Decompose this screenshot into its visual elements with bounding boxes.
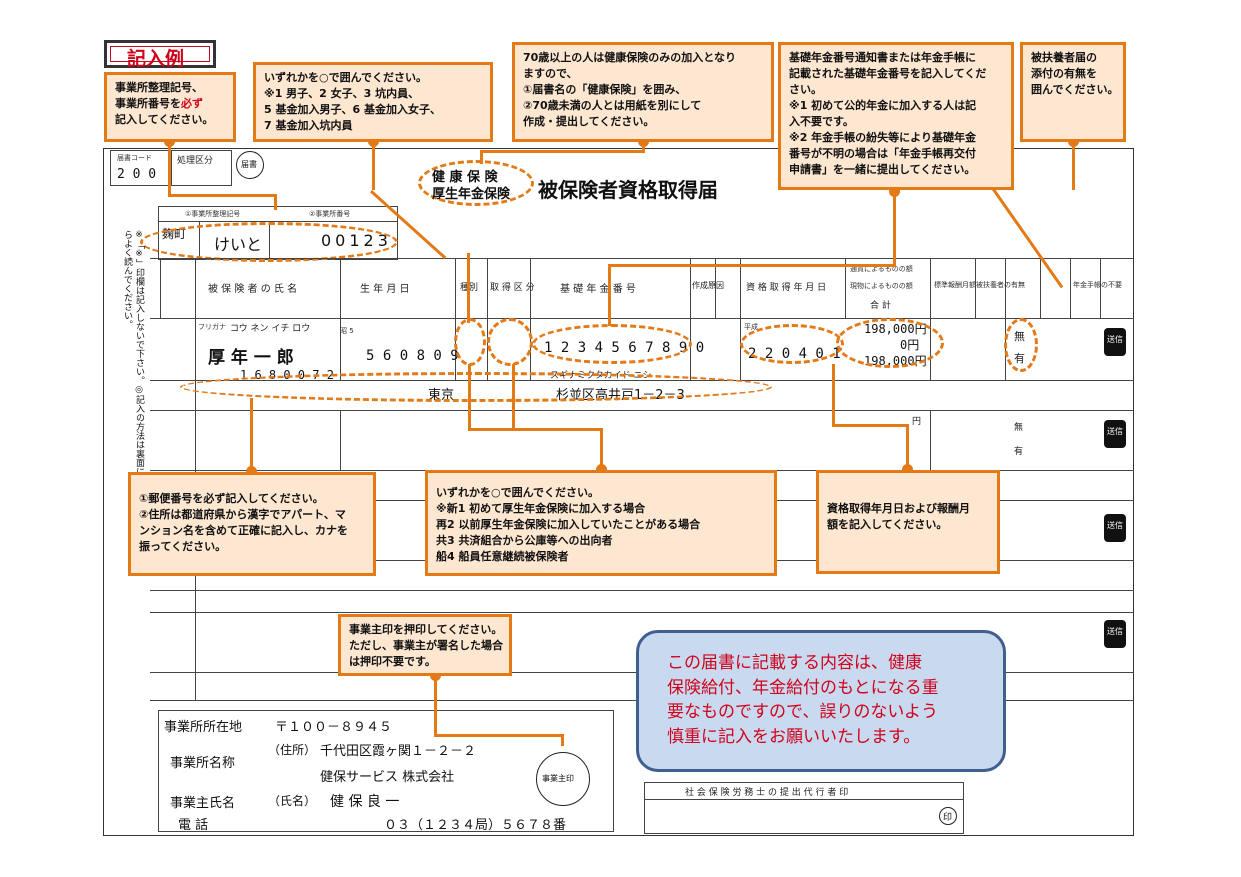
form-frame [103,148,1134,836]
dot-c6 [246,466,257,477]
connector-c8 [906,424,909,470]
connector-c7 [600,430,603,470]
company-name: 健保サービス 株式会社 [320,770,455,785]
office-name-label: 事業所名称 [170,756,236,771]
in-mark: 印 [939,807,957,825]
remun-oval [836,318,944,368]
office-info-box [158,710,614,832]
connector-c5 [1072,140,1075,190]
address-oval [180,372,772,402]
col-insured-name: 被 保 険 者 の 氏 名 [208,284,298,295]
dot-c4 [889,186,900,197]
callout-gender: いずれかを○で囲んでください。 ※1 男子、2 女子、3 坑内員、 5 基金加入… [253,62,493,142]
callout-acquire: いずれかを○で囲んでください。 ※新1 初めて厚生年金保険に加入する場合 再2 … [425,470,777,576]
addr-value: 千代田区霞ヶ関１－２－２ [320,744,477,759]
connector-c6 [250,398,253,473]
doc-code-value: 2 0 0 [117,167,157,182]
tel-label: 電 話 [178,818,209,833]
process-box: 処理区分 [170,150,232,186]
col-pension-no: 基 礎 年 金 番 号 [560,284,636,295]
row2-muu: 無 [1014,423,1024,433]
side-note: ※「※」印欄は記入しないで下さい。◎記入の方法は裏面に書いてありますからよく読ん… [122,230,144,548]
qual-date-oval [740,324,844,364]
office-addr-label: 事業所所在地 [164,720,243,735]
col-qual-date: 資 格 取 得 年 月 日 [746,283,827,293]
callout-over70: 70歳以上の人は健康保険のみの加入となり ますので、 ①届書名の「健康保険」を囲… [512,42,774,142]
sharoushi-label: 社 会 保 険 労 務 士 の 提 出 代 行 者 印 [685,788,849,798]
doc-code-box: 届書コード 2 0 0 [110,150,172,186]
callout-office-code: 事業所整理記号、 事業所番号を必ず 記入してください。 [104,72,236,142]
todoke-mark: 届書 [236,151,264,179]
col-remun-money: 通貨によるものの額 [850,265,913,273]
col-acquire: 取 得 区 分 [490,283,535,293]
tel-value: ０３（１２３４局）５６７８番 [384,818,567,833]
connector-c2 [372,140,375,190]
addr-tag: （住所） [268,743,317,757]
dependent-oval [1004,318,1038,372]
owner-seal-circle: 事業主印 [536,752,590,806]
office-code-oval [140,222,398,262]
name-tag: （氏名） [268,794,317,808]
connector-c1 [168,140,171,195]
connector-c4 [893,190,896,265]
insured-name: 厚 年 一 郎 [208,348,294,368]
example-badge: 記入例 [104,40,216,70]
title-main: 被保険者資格取得届 [538,178,718,202]
send-tab-2: 送信 [1104,420,1126,448]
col-birth: 生 年 月 日 [360,284,410,295]
callout-address: ①郵便番号を必ず記入してください。 ②住所は都道府県から漢字でアパート、マ ンシ… [128,472,376,576]
send-tab-3: 送信 [1104,514,1126,542]
col-remun-goods: 現物によるものの額 [850,282,913,290]
connector-c9 [434,676,437,736]
furigana-value: コウ ネン イチ ロウ [230,324,311,334]
pension-no-oval [532,324,692,364]
send-tab-4: 送信 [1104,620,1126,648]
title-pension: 厚生年金保険 [432,187,511,202]
doc-code-label: 届書コード [117,154,152,162]
callout-qual-date: 資格取得年月日および報酬月 額を記入してください。 [816,470,1000,574]
row2-yuu: 有 [1014,447,1024,457]
col-attach: 年金手帳の不要 [1073,281,1122,289]
owner-label: 事業主氏名 [170,796,236,811]
health-pension-oval [418,160,534,206]
seal-label: 事業主印 [542,774,574,783]
callout-dependent: 被扶養者届の 添付の有無を 囲んでください。 [1020,42,1126,142]
sharoushi-box: 社 会 保 険 労 務 士 の 提 出 代 行 者 印 印 [644,782,964,834]
furigana-label: フリガナ [198,323,226,331]
dot-c7 [596,464,607,475]
owner-name: 健 保 良 一 [330,794,400,810]
col-std-remun: 標準報酬月額 [934,281,976,289]
callout-seal: 事業主印を押印してください。 ただし、事業主が署名した場合 は押印不要です。 [338,614,512,676]
dot-c8 [902,464,913,475]
send-tab-1: 送信 [1104,328,1126,356]
col-dependent: 被扶養者の有無 [976,281,1025,289]
birth-value: 5 6 0 8 0 9 [366,348,459,364]
showa-label: 昭 5 [340,327,354,335]
example-label: 記入例 [127,48,185,70]
row2-yen: 円 [912,417,922,427]
callout-pension-no: 基礎年金番号通知書または年金手帳に 記載された基礎年金番号を記入してくだ さい。… [778,42,1014,190]
acquire-oval [487,318,533,366]
title-health: 健 康 保 険 [432,170,498,185]
col-total: 合 計 [870,301,891,311]
postal-code: 〒１００－８９４５ [275,720,393,735]
gender-oval [454,318,486,366]
process-label: 処理区分 [177,156,214,166]
notice-box: この届書に記載する内容は、健康 保険給付、年金給付のもとになる重 要なものですの… [636,630,1006,772]
col-reason: 作成原因 [692,281,724,290]
era-heisei: 平成 [744,323,758,331]
